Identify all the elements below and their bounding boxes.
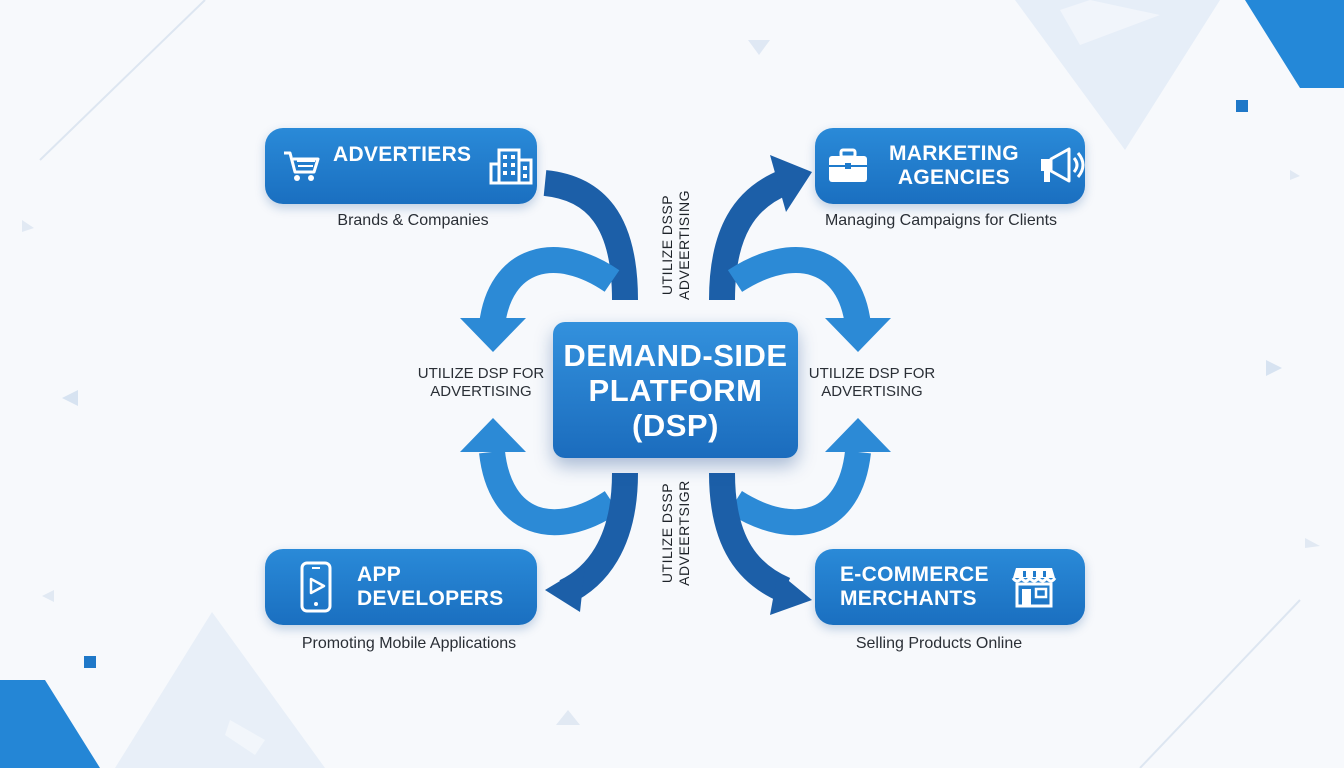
- shopping-cart-icon: [281, 145, 323, 187]
- bg-small-triangle: [748, 40, 770, 55]
- arrow-head: [825, 318, 891, 352]
- edge-label-left: UTILIZE DSP FOR ADVERTISING: [417, 365, 545, 400]
- bg-shard: [1060, 0, 1160, 45]
- bg-square: [84, 656, 96, 668]
- node-ecommerce-merchants-caption: Selling Products Online: [855, 635, 1023, 652]
- megaphone-icon: [1037, 145, 1085, 187]
- edge-label-bottom-vertical: UTILIZE DSSP ADVEERTSIGR: [659, 480, 692, 586]
- arrow-dsp-to-merchants: [709, 472, 791, 602]
- bg-square: [1236, 100, 1248, 112]
- bg-small-triangle: [62, 390, 78, 406]
- node-ecommerce-merchants-title: E-COMMERCE MERCHANTS: [840, 563, 989, 610]
- arrow-head: [460, 318, 526, 352]
- bg-small-triangle: [1290, 170, 1300, 180]
- edge-label-right: UTILIZE DSP FOR ADVERTISING: [808, 365, 936, 400]
- bg-triangle: [115, 612, 325, 768]
- node-advertisers-caption: Brands & Companies: [337, 212, 489, 229]
- node-app-developers-title: APP DEVELOPERS: [357, 563, 504, 610]
- bg-corner-shape: [1245, 0, 1344, 88]
- bg-line: [1139, 599, 1301, 768]
- bg-small-triangle: [22, 220, 34, 232]
- arrow-loop-top-right: [727, 247, 871, 328]
- node-app-developers: APP DEVELOPERS: [265, 549, 537, 625]
- bg-small-triangle: [42, 590, 54, 602]
- bg-small-triangle: [556, 710, 580, 725]
- node-advertisers-title: ADVERTIERS: [333, 143, 472, 166]
- arrow-head: [460, 418, 526, 452]
- storefront-icon: [1011, 564, 1057, 610]
- dsp-center-node: DEMAND-SIDE PLATFORM (DSP): [553, 322, 798, 458]
- arrow-head: [770, 572, 812, 615]
- node-marketing-agencies: MARKETING AGENCIES: [815, 128, 1085, 204]
- arrow-head: [825, 418, 891, 452]
- node-app-developers-caption: Promoting Mobile Applications: [301, 635, 517, 652]
- bg-triangle: [1015, 0, 1220, 150]
- briefcase-icon: [827, 147, 869, 185]
- node-ecommerce-merchants: E-COMMERCE MERCHANTS: [815, 549, 1085, 625]
- arrow-loop-bottom-right: [728, 450, 871, 536]
- arrow-dsp-to-agencies: [709, 169, 791, 301]
- office-building-icon: [489, 146, 535, 186]
- arrow-loop-top-left: [479, 247, 620, 328]
- arrow-head: [545, 566, 585, 612]
- bg-small-triangle: [1305, 538, 1320, 548]
- node-marketing-agencies-title: MARKETING AGENCIES: [889, 142, 1019, 189]
- bg-shard: [225, 720, 265, 755]
- bg-small-triangle: [1266, 360, 1282, 376]
- edge-label-top-vertical: UTILIZE DSSP ADVEERTISING: [659, 190, 692, 300]
- bg-line: [39, 0, 206, 161]
- smartphone-play-icon: [299, 561, 333, 613]
- bg-corner-shape: [0, 680, 100, 768]
- arrow-advertisers-to-dsp: [543, 170, 638, 301]
- arrow-loop-bottom-left: [479, 450, 620, 536]
- node-marketing-agencies-caption: Managing Campaigns for Clients: [824, 212, 1058, 229]
- arrow-head: [770, 155, 812, 212]
- dsp-title: DEMAND-SIDE PLATFORM (DSP): [563, 337, 788, 443]
- node-advertisers: ADVERTIERS: [265, 128, 537, 204]
